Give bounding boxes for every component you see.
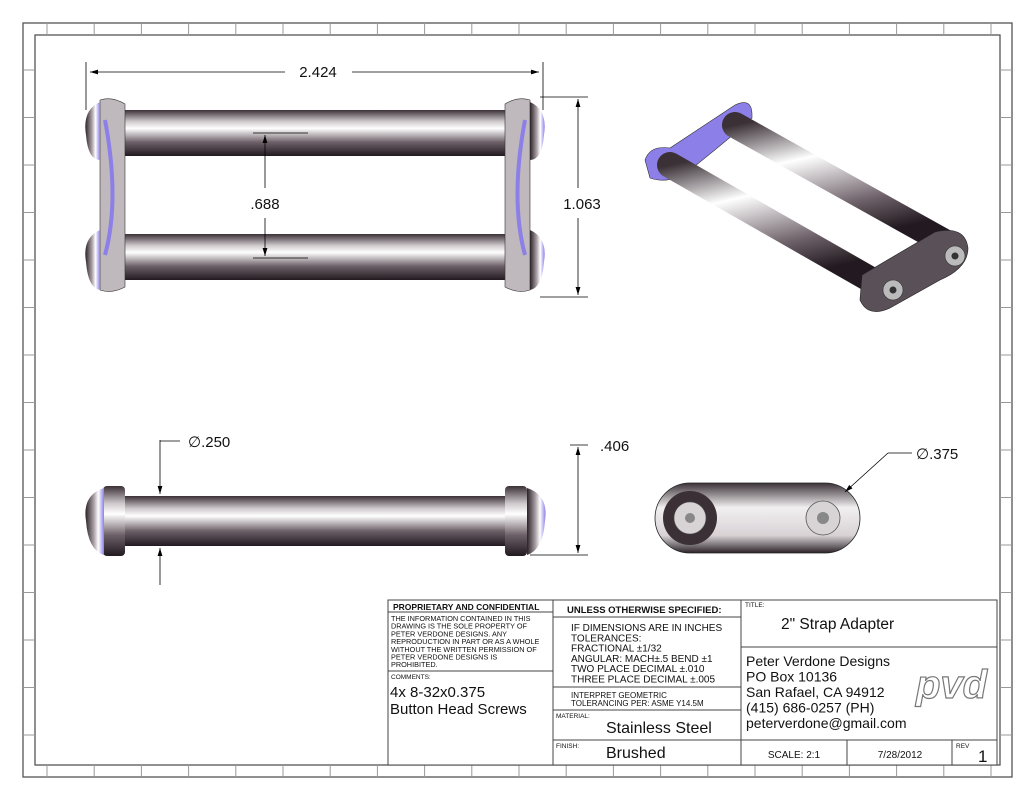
- tolerance-line: TWO PLACE DECIMAL ±.010: [571, 664, 705, 675]
- dim-head-height: .406: [600, 438, 629, 455]
- interpret-line: INTERPRET GEOMETRIC: [571, 691, 667, 700]
- title-label: TITLE:: [745, 602, 765, 609]
- tolerance-line: ANGULAR: MACH±.5 BEND ±1: [571, 654, 713, 665]
- comment-line: Button Head Screws: [390, 701, 527, 718]
- material-label: MATERIAL:: [556, 713, 590, 720]
- dim-rod-diameter: ∅.250: [188, 434, 230, 451]
- screw-head-icon: [530, 230, 545, 290]
- screw-head-icon: [85, 488, 104, 555]
- interpret-line: TOLERANCING PER: ASME Y14.5M: [571, 699, 704, 708]
- proprietary-line: PROHIBITED.: [391, 660, 438, 669]
- finish-label: FINISH:: [556, 743, 579, 750]
- finish-value: Brushed: [606, 745, 666, 762]
- proprietary-line: DRAWING IS THE SOLE PROPERTY OF: [391, 622, 528, 631]
- comments-label: COMMENTS:: [391, 674, 431, 681]
- screw-head-icon: [85, 102, 100, 160]
- tolerance-line: THREE PLACE DECIMAL ±.005: [571, 675, 715, 686]
- date-value: 7/28/2012: [878, 750, 923, 761]
- company-line: (415) 686-0257 (PH): [746, 700, 874, 716]
- comment-line: 4x 8-32x0.375: [390, 684, 485, 701]
- top-view: 2.424 .688 1.063: [85, 62, 601, 298]
- tolerance-line: TOLERANCES:: [571, 633, 641, 644]
- isometric-view: [644, 102, 969, 312]
- proprietary-line: PETER VERDONE DESIGNS IS: [391, 653, 497, 662]
- proprietary-line: REPRODUCTION IN PART OR AS A WHOLE: [391, 637, 540, 646]
- scale-value: SCALE: 2:1: [768, 750, 821, 761]
- drawing-title: 2" Strap Adapter: [781, 616, 894, 633]
- rev-label: REV: [956, 743, 970, 750]
- tolerance-line: FRACTIONAL ±1/32: [571, 644, 662, 655]
- company-line: Peter Verdone Designs: [746, 653, 890, 669]
- company-line: San Rafael, CA 94912: [746, 684, 885, 700]
- company-line: PO Box 10136: [746, 669, 837, 685]
- tolerance-line: IF DIMENSIONS ARE IN INCHES: [571, 623, 722, 634]
- dim-plate-diameter: ∅.375: [916, 446, 958, 463]
- dim-overall-length: 2.424: [299, 64, 337, 81]
- end-view: ∅.375: [654, 446, 958, 554]
- dim-rod-spacing: .688: [250, 196, 279, 213]
- svg-text:pvd: pvd: [915, 663, 989, 707]
- unless-heading: UNLESS OTHERWISE SPECIFIED:: [567, 605, 721, 616]
- screw-head-icon: [530, 102, 545, 160]
- screw-head-icon: [527, 488, 546, 555]
- proprietary-heading: PROPRIETARY AND CONFIDENTIAL: [393, 602, 539, 612]
- dim-overall-height: 1.063: [563, 196, 601, 213]
- proprietary-line: WITHOUT THE WRITTEN PERMISSION OF: [391, 645, 537, 654]
- side-view: ∅.250 .406: [85, 434, 629, 585]
- title-block: PROPRIETARY AND CONFIDENTIAL THE INFORMA…: [387, 599, 998, 766]
- material-value: Stainless Steel: [606, 720, 712, 737]
- proprietary-line: THE INFORMATION CONTAINED IN THIS: [391, 614, 531, 623]
- rev-value: 1: [978, 747, 987, 766]
- pvd-logo: pvd: [914, 662, 989, 707]
- proprietary-line: PETER VERDONE DESIGNS. ANY: [391, 629, 507, 638]
- company-line: peterverdone@gmail.com: [746, 715, 907, 731]
- screw-head-icon: [85, 230, 100, 290]
